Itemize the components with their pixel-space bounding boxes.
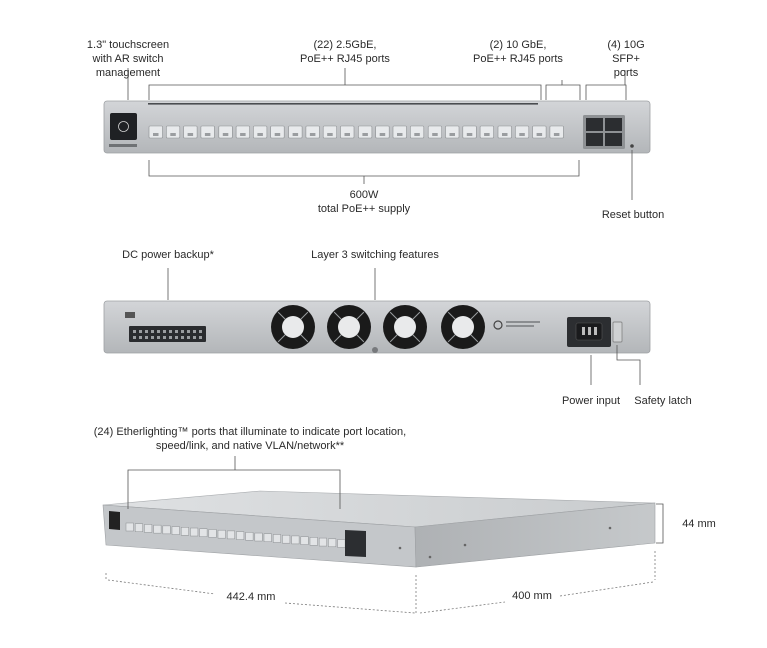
iso-rj45-port xyxy=(309,537,318,546)
iso-rj45-port xyxy=(236,531,245,540)
width-dimension-label: 442.4 mm xyxy=(226,591,276,603)
rj45-port xyxy=(497,125,512,139)
iso-rj45-port xyxy=(328,538,337,548)
dc-power-connector xyxy=(129,326,206,342)
iso-rj45-port xyxy=(226,530,235,540)
rj45-port xyxy=(148,125,163,139)
rj45-port xyxy=(183,125,198,139)
dc-power-backup-label: DC power backup* xyxy=(122,249,214,261)
ubiquiti-logo-icon xyxy=(493,320,503,330)
rj45-port-group xyxy=(148,125,564,139)
dimension-lines xyxy=(105,551,656,614)
iso-rj45-port xyxy=(171,526,180,535)
rj45-port xyxy=(218,125,233,139)
dc-pins xyxy=(133,330,202,339)
iso-rj45-port xyxy=(190,527,199,537)
isometric-view xyxy=(102,490,656,568)
sfp-label: (4) 10G SFP+ ports xyxy=(607,39,645,79)
sfp-port xyxy=(605,118,622,131)
rj45-port xyxy=(358,125,373,139)
layer3-features-label: Layer 3 switching features xyxy=(311,249,439,261)
depth-dimension-label: 400 mm xyxy=(512,590,552,602)
iso-leaders xyxy=(127,456,664,544)
rear-panel xyxy=(103,300,651,354)
safety-latch xyxy=(612,321,623,343)
rj45-port xyxy=(322,125,338,139)
rj45-port xyxy=(235,125,250,139)
rj45-port xyxy=(445,125,460,139)
iso-port-group xyxy=(125,522,346,548)
rj45-port xyxy=(514,125,530,139)
rj45-port xyxy=(427,125,443,139)
rj45-port xyxy=(532,125,547,139)
front-panel xyxy=(103,100,651,154)
iso-rj45-port xyxy=(162,525,171,535)
iso-rj45-port xyxy=(291,535,300,545)
iso-rj45-port xyxy=(144,524,153,533)
etherlighting-label: (24) Etherlighting™ ports that illuminat… xyxy=(93,426,407,452)
touchscreen xyxy=(110,113,137,140)
iso-rj45-port xyxy=(337,539,346,548)
rj45-port xyxy=(462,125,477,139)
sfp-port-group xyxy=(583,115,625,149)
power-input-label: Power input xyxy=(561,395,621,407)
rj45-port xyxy=(392,125,407,139)
iso-rj45-port xyxy=(263,533,272,543)
rj45-port xyxy=(166,125,181,139)
safety-latch-label: Safety latch xyxy=(634,395,692,407)
iso-rj45-port xyxy=(318,537,327,547)
height-dimension-label: 44 mm xyxy=(682,518,716,530)
iso-side xyxy=(414,502,656,568)
sfp-port xyxy=(586,118,603,131)
reset-button xyxy=(630,144,634,148)
rj45-port xyxy=(549,125,564,139)
iso-rj45-port xyxy=(199,528,208,537)
iso-rj45-port xyxy=(282,534,291,544)
rj45-port xyxy=(305,125,320,139)
rj45-port xyxy=(340,125,355,139)
reset-button-label: Reset button xyxy=(601,209,665,221)
touchscreen-icon xyxy=(118,121,129,132)
rear-leaders xyxy=(167,268,641,385)
iso-rj45-port xyxy=(180,527,189,536)
rj45-port xyxy=(288,125,303,139)
sfp-port xyxy=(586,133,603,146)
poe-supply-label: 600W total PoE++ supply xyxy=(317,189,411,215)
rj45-port xyxy=(479,125,494,139)
sfp-port xyxy=(605,133,622,146)
touchscreen-label: 1.3" touchscreen with AR switch manageme… xyxy=(86,39,170,79)
rj45-port xyxy=(200,125,215,139)
rj45-port xyxy=(375,125,390,139)
rj45-port xyxy=(253,125,268,139)
iso-rj45-port xyxy=(217,529,226,539)
iso-rj45-port xyxy=(254,532,263,542)
iso-rj45-port xyxy=(125,522,134,532)
iso-rj45-port xyxy=(153,524,162,534)
iso-rj45-port xyxy=(300,536,309,545)
ports-2-5g-label: (22) 2.5GbE, PoE++ RJ45 ports xyxy=(300,39,390,65)
rj45-port xyxy=(270,125,285,139)
iso-rj45-port xyxy=(208,529,217,538)
rear-chassis xyxy=(103,300,651,354)
iso-rj45-port xyxy=(272,534,281,543)
ports-10g-label: (2) 10 GbE, PoE++ RJ45 ports xyxy=(473,39,563,65)
front-leaders xyxy=(127,68,633,200)
iso-rj45-port xyxy=(245,532,254,541)
fan-group xyxy=(271,305,485,349)
iso-rj45-port xyxy=(134,523,143,532)
rj45-port xyxy=(409,125,425,139)
